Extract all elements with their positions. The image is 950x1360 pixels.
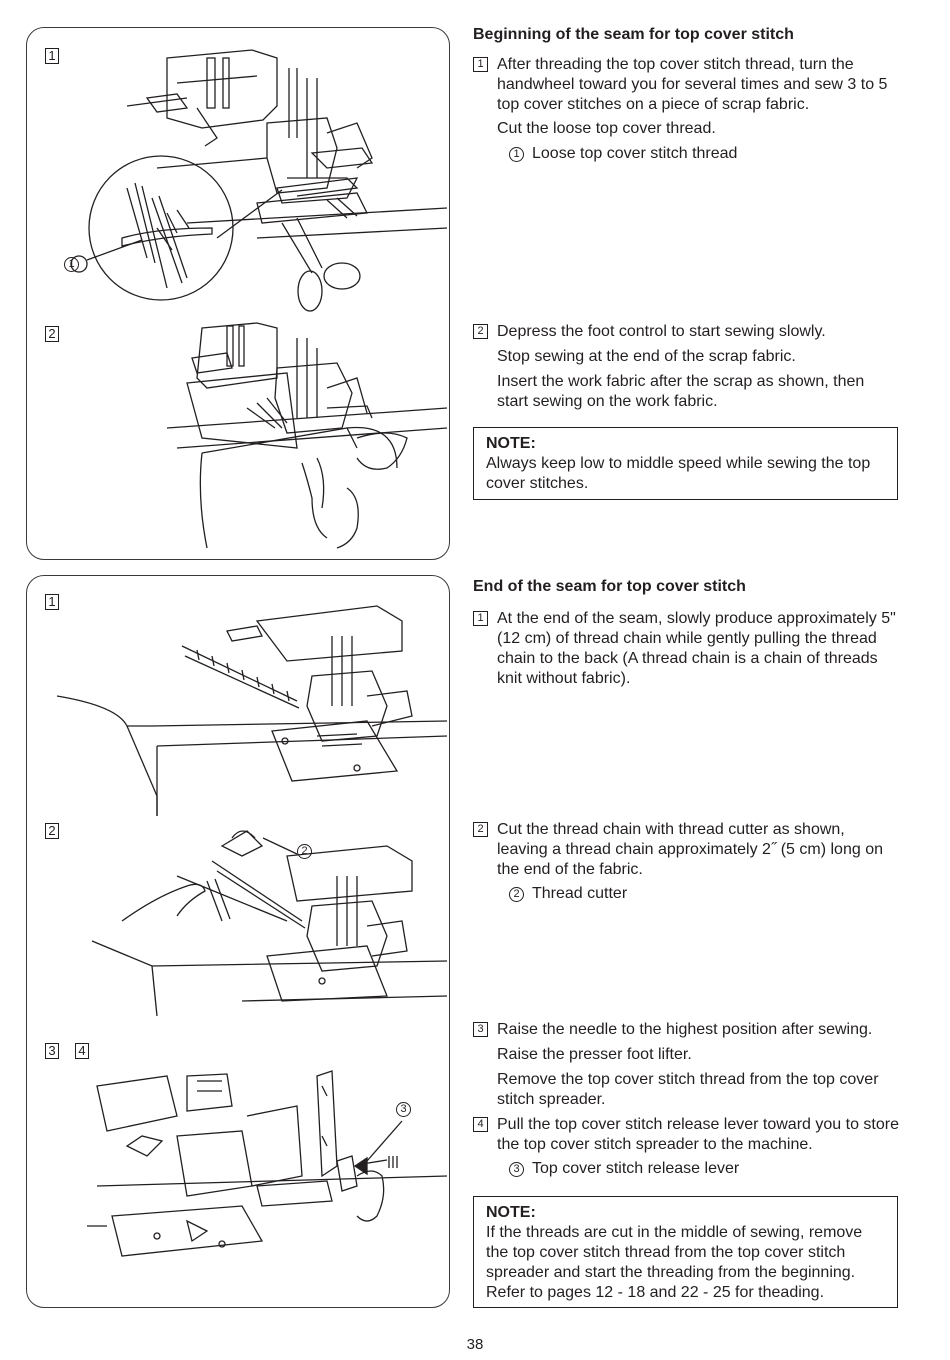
note-box-2: NOTE: If the threads are cut in the midd… bbox=[473, 1196, 898, 1308]
step-text: Depress the foot control to start sewing… bbox=[497, 323, 826, 340]
figure-label-2: 2 bbox=[45, 326, 59, 342]
step-number: 2 bbox=[473, 324, 488, 339]
callout-release-lever: 3 Top cover stitch release lever bbox=[509, 1159, 739, 1179]
callout-marker-2: 2 bbox=[297, 844, 312, 859]
figure-label-4: 4 bbox=[75, 1043, 89, 1059]
note-text: If the threads are cut in the middle of … bbox=[486, 1224, 863, 1301]
callout-marker-1: 1 bbox=[64, 257, 79, 272]
illustration-panel-bottom: 1 2 3 4 2 3 bbox=[26, 575, 450, 1308]
illustration-thread-chain bbox=[56, 605, 448, 1257]
step-1-beginning: 1 After threading the top cover stitch t… bbox=[473, 55, 913, 115]
note-heading: NOTE: bbox=[486, 1204, 536, 1221]
step-3-para-1: Raise the presser foot lifter. bbox=[497, 1046, 692, 1063]
note-text: Always keep low to middle speed while se… bbox=[486, 455, 871, 492]
step-1-para: Cut the loose top cover thread. bbox=[497, 120, 716, 137]
callout-text: Thread cutter bbox=[532, 885, 628, 902]
callout-text: Top cover stitch release lever bbox=[532, 1160, 740, 1177]
page-number: 38 bbox=[466, 1336, 484, 1353]
note-heading: NOTE: bbox=[486, 435, 536, 452]
callout-text: Loose top cover stitch thread bbox=[532, 145, 738, 162]
step-text: Pull the top cover stitch release lever … bbox=[497, 1116, 899, 1153]
step-2-para-2: Insert the work fabric after the scrap a… bbox=[497, 373, 865, 410]
step-number: 4 bbox=[473, 1117, 488, 1132]
step-1-end: 1 At the end of the seam, slowly produce… bbox=[473, 609, 903, 689]
callout-number: 1 bbox=[509, 147, 524, 162]
callout-thread-cutter: 2 Thread cutter bbox=[509, 884, 627, 904]
figure-label-3: 3 bbox=[45, 1043, 59, 1059]
illustration-panel-top: 1 2 1 bbox=[26, 27, 450, 560]
step-text: At the end of the seam, slowly produce a… bbox=[497, 610, 896, 687]
step-number: 1 bbox=[473, 57, 488, 72]
step-2-beginning: 2 Depress the foot control to start sewi… bbox=[473, 322, 913, 342]
callout-loose-thread: 1 Loose top cover stitch thread bbox=[509, 144, 737, 164]
step-text: Cut the thread chain with thread cutter … bbox=[497, 821, 883, 878]
step-number: 1 bbox=[473, 611, 488, 626]
section-title-end: End of the seam for top cover stitch bbox=[473, 578, 746, 595]
note-box-1: NOTE: Always keep low to middle speed wh… bbox=[473, 427, 898, 500]
step-3-para-2: Remove the top cover stitch thread from … bbox=[497, 1071, 879, 1108]
callout-number: 2 bbox=[509, 887, 524, 902]
step-2-end: 2 Cut the thread chain with thread cutte… bbox=[473, 820, 893, 880]
step-4-end: 4 Pull the top cover stitch release leve… bbox=[473, 1115, 908, 1155]
step-text: Raise the needle to the highest position… bbox=[497, 1021, 873, 1038]
step-3-end: 3 Raise the needle to the highest positi… bbox=[473, 1020, 918, 1040]
step-2-para-1: Stop sewing at the end of the scrap fabr… bbox=[497, 348, 796, 365]
step-text: After threading the top cover stitch thr… bbox=[497, 56, 888, 113]
figure-label-1b: 1 bbox=[45, 594, 59, 610]
figure-label-1: 1 bbox=[45, 48, 59, 64]
callout-marker-3: 3 bbox=[396, 1102, 411, 1117]
figure-label-2b: 2 bbox=[45, 823, 59, 839]
section-title-beginning: Beginning of the seam for top cover stit… bbox=[473, 26, 794, 43]
step-number: 2 bbox=[473, 822, 488, 837]
illustration-thread-cut bbox=[70, 49, 448, 549]
callout-number: 3 bbox=[509, 1162, 524, 1177]
step-number: 3 bbox=[473, 1022, 488, 1037]
